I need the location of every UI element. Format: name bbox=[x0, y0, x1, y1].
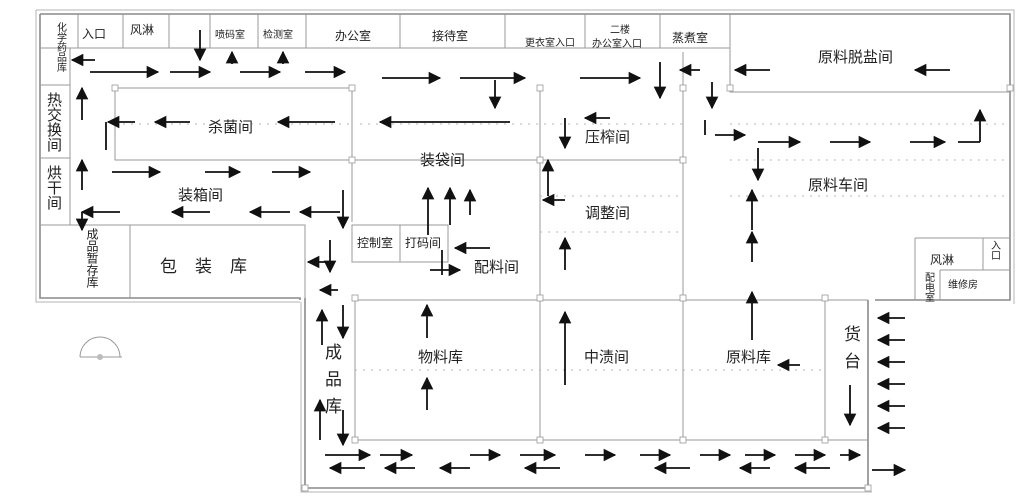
room-mixing: 配料间 bbox=[474, 258, 519, 276]
room-second-floor-2: 办公室入口 bbox=[592, 37, 642, 50]
room-changing: 更衣室入口 bbox=[525, 36, 575, 49]
room-power-room: 配电室 bbox=[923, 272, 935, 302]
room-entrance-left: 入口 bbox=[82, 27, 106, 41]
room-repair-room: 维修房 bbox=[948, 278, 978, 291]
room-pressing: 压榨间 bbox=[585, 128, 630, 146]
room-materials-store: 物料库 bbox=[418, 348, 463, 366]
room-control-room: 控制室 bbox=[357, 235, 393, 250]
compass-icon bbox=[79, 336, 122, 360]
room-packaging-store: 包装库 bbox=[160, 257, 265, 277]
room-raw-workshop: 原料车间 bbox=[808, 176, 868, 194]
building-walls bbox=[35, 9, 1015, 493]
room-chem-store: 化学药品库 bbox=[55, 21, 67, 73]
room-second-floor-1: 二楼 bbox=[610, 23, 630, 36]
room-code-room: 打码间 bbox=[405, 236, 441, 250]
column-posts bbox=[111, 84, 1014, 492]
room-adjusting: 调整间 bbox=[585, 204, 630, 222]
room-steaming: 蒸煮室 bbox=[672, 30, 708, 45]
room-desalting: 原料脱盐间 bbox=[818, 48, 893, 66]
room-drying: 烘干间 bbox=[45, 165, 63, 211]
room-soaking: 中渍间 bbox=[584, 348, 629, 366]
room-temp-storage: 成品暂存库 bbox=[85, 228, 99, 289]
room-loading-dock: 货台 bbox=[840, 325, 861, 379]
room-reception: 接待室 bbox=[432, 28, 468, 43]
room-air-shower-left: 风淋 bbox=[130, 23, 154, 37]
room-raw-store: 原料库 bbox=[726, 348, 771, 366]
room-entrance-right: 入口 bbox=[989, 240, 1001, 260]
room-boxing: 装箱间 bbox=[178, 186, 223, 204]
room-sterilizing: 杀菌间 bbox=[208, 118, 253, 136]
room-labels: 化学药品库 入口 风淋 喷码室 检测室 办公室 接待室 更衣室入口 二楼 办公室… bbox=[45, 21, 1001, 424]
room-bagging: 装袋间 bbox=[420, 151, 465, 169]
room-air-shower-right: 风淋 bbox=[930, 253, 954, 267]
room-code-spray: 喷码室 bbox=[215, 28, 245, 41]
room-finished-store: 成品库 bbox=[321, 343, 342, 424]
flow-arrows bbox=[70, 30, 987, 477]
room-inspection: 检测室 bbox=[263, 28, 293, 41]
room-office: 办公室 bbox=[335, 28, 371, 43]
room-heat-exchange: 热交换间 bbox=[45, 92, 63, 153]
